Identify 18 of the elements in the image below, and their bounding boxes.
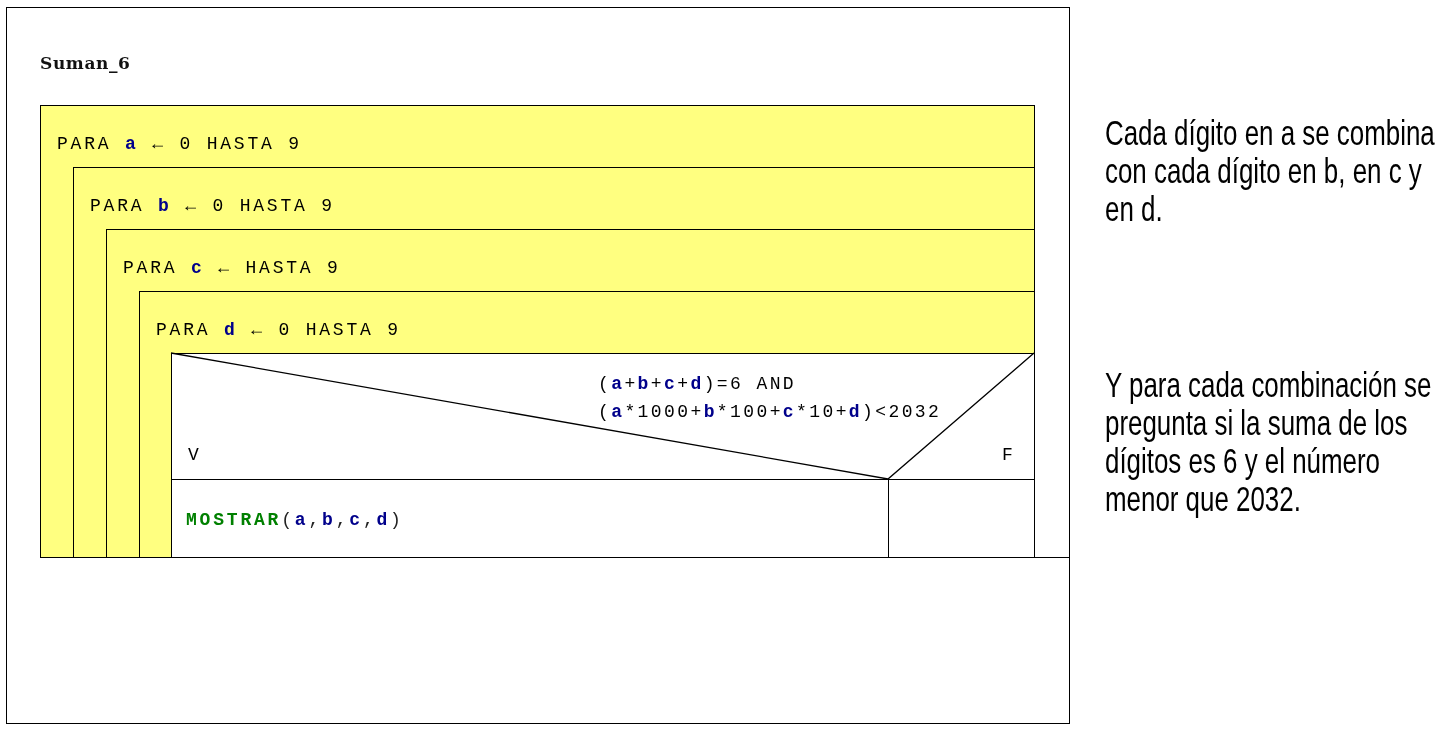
- loop-header: PARA a ← 0 HASTA 9: [57, 133, 302, 155]
- loop-header: PARA c ← HASTA 9: [123, 257, 341, 279]
- loop-block: [106, 229, 1035, 558]
- condition-block: [171, 353, 1035, 480]
- loop-header: PARA b ← 0 HASTA 9: [90, 195, 335, 217]
- loop-block: [139, 291, 1035, 558]
- action-block: [171, 479, 889, 558]
- condition-text: (a+b+c+d)=6 AND (a*1000+b*100+c*10+d)<2032: [598, 373, 943, 424]
- action-text: MOSTRAR(a,b,c,d): [186, 509, 404, 531]
- false-branch-label: F: [1002, 444, 1016, 466]
- program-title: Suman_6: [40, 52, 131, 74]
- note-text: Cada dígito en a se combina con cada dígito en b, en c y en d.: [1105, 114, 1436, 228]
- loop-block: [40, 105, 1035, 558]
- loop-header: PARA d ← 0 HASTA 9: [156, 319, 401, 341]
- loop-block: [73, 167, 1035, 558]
- true-branch-label: V: [188, 444, 202, 466]
- note-text: Y para cada combinación se pregunta si la suma de los dígitos es 6 y el número menor que 2032.: [1105, 366, 1433, 518]
- program-frame: [6, 7, 1070, 724]
